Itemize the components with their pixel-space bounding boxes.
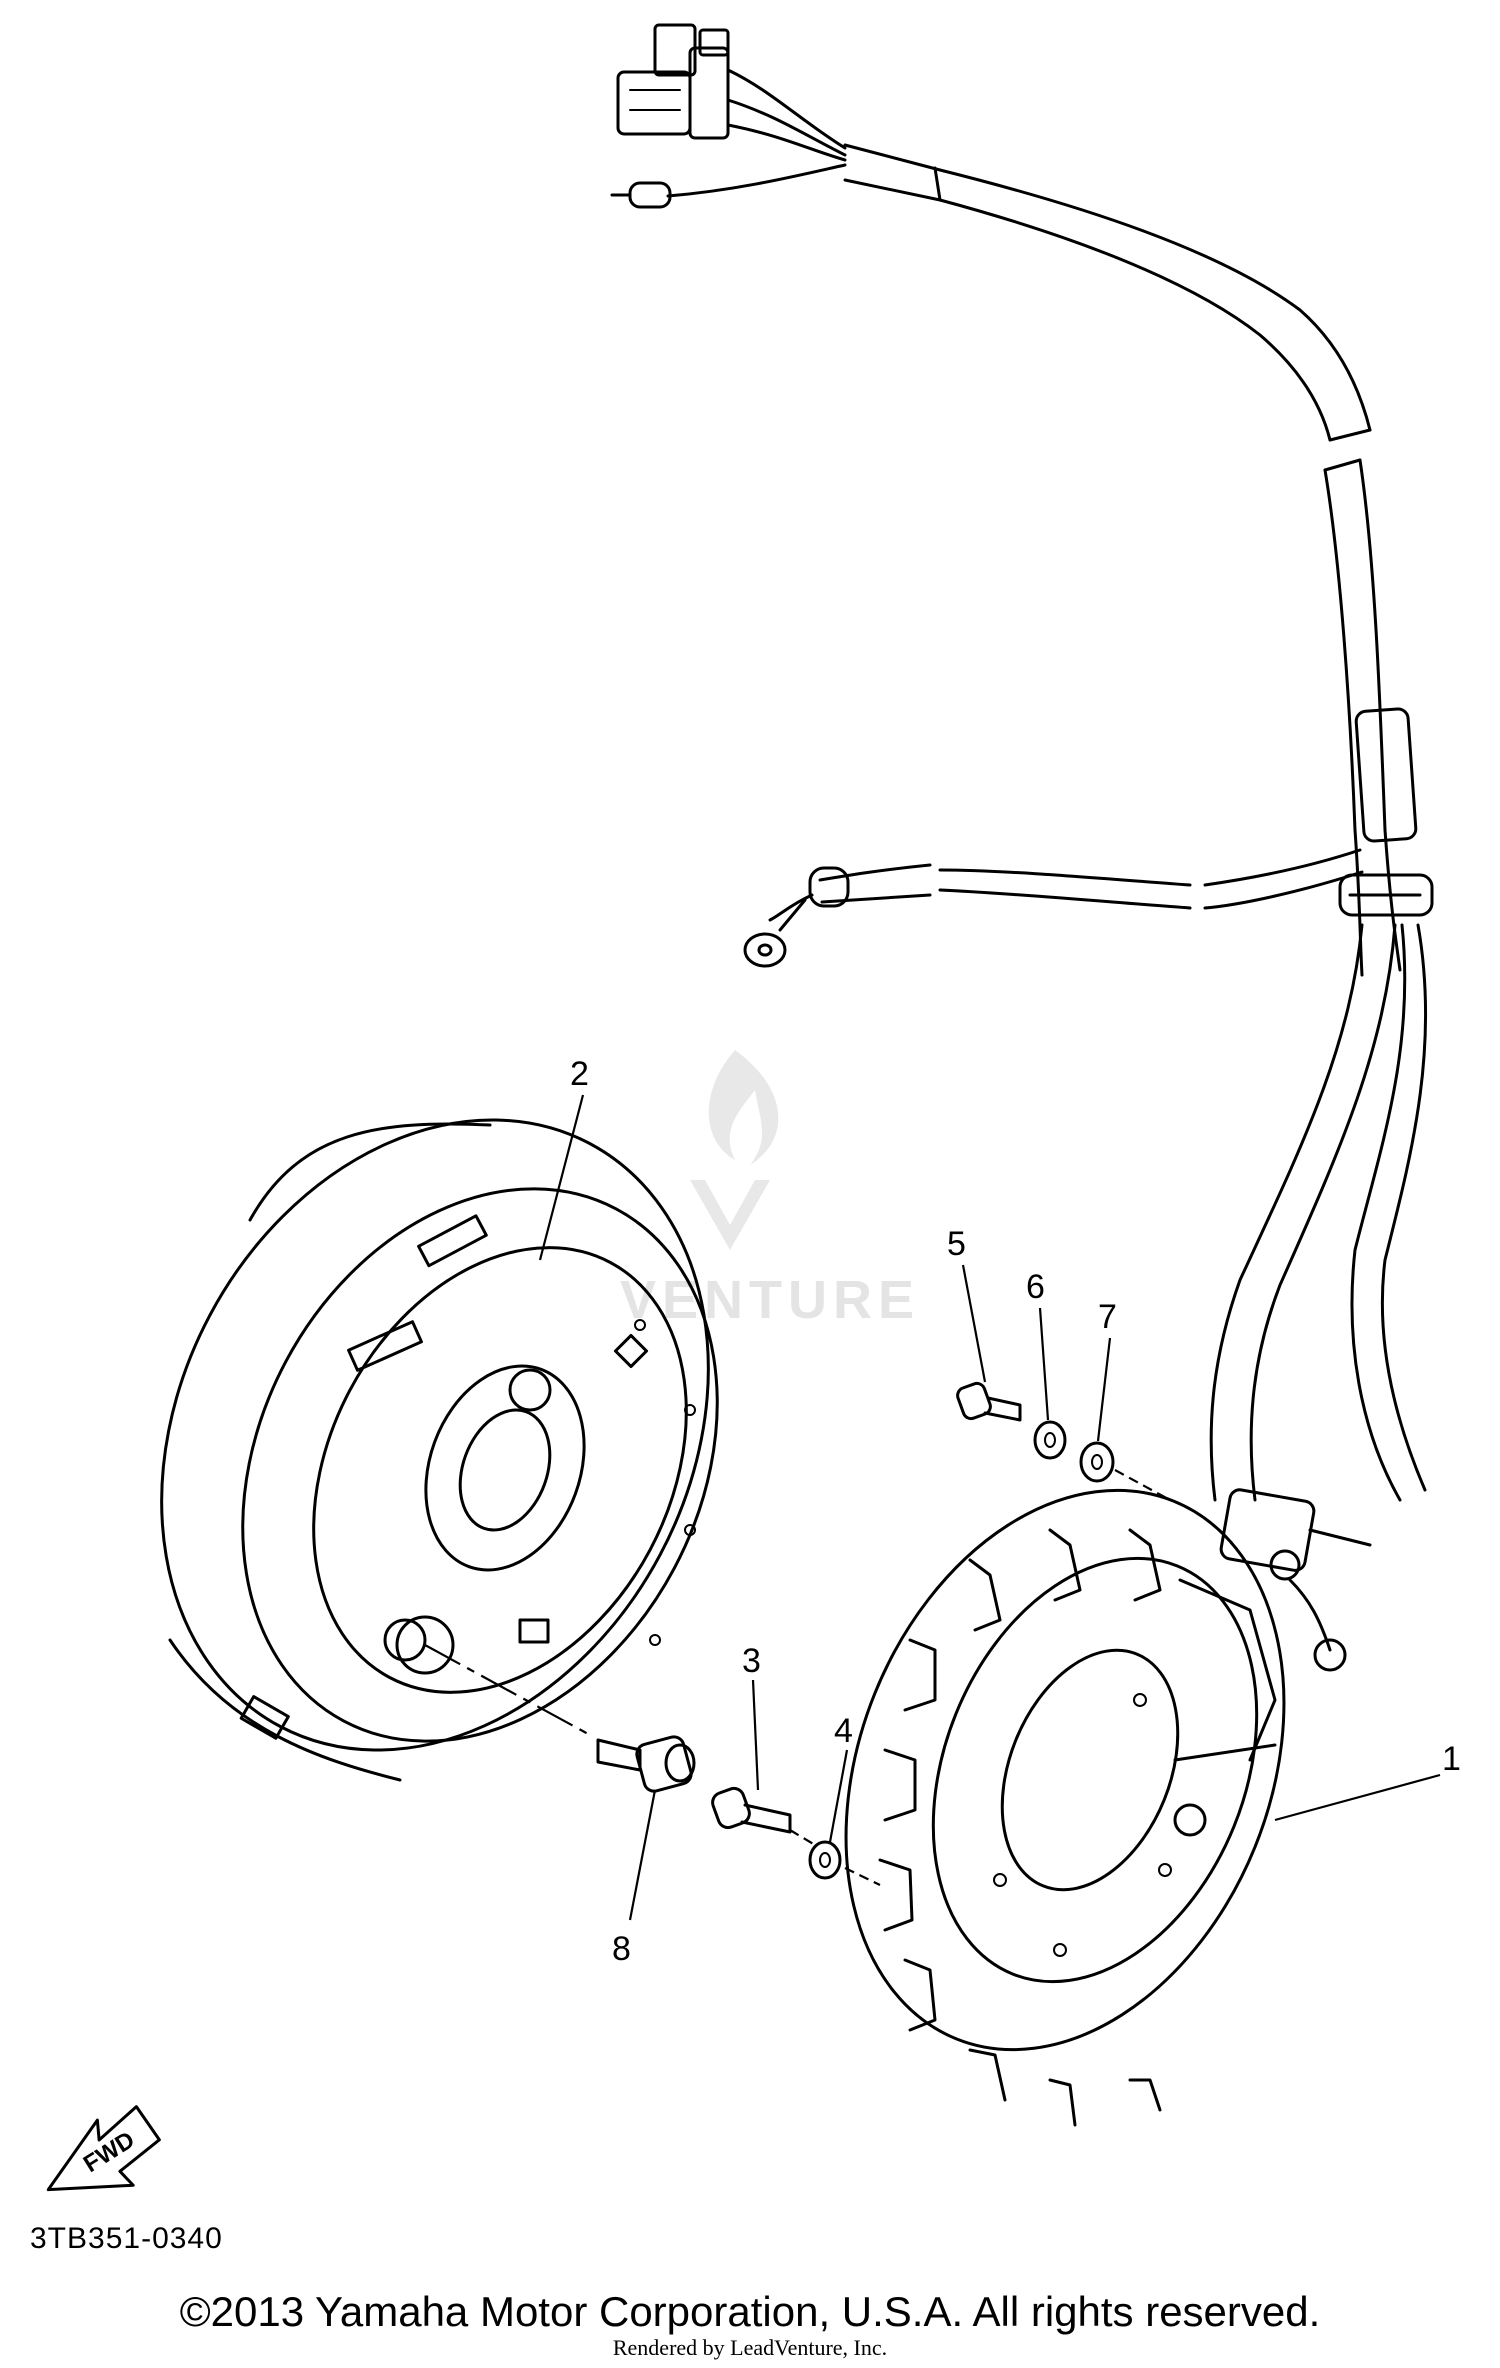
callout-7: 7	[1098, 1298, 1117, 1336]
pickup-coil	[1219, 1488, 1372, 1672]
copyright-notice: ©2013 Yamaha Motor Corporation, U.S.A. A…	[179, 2288, 1321, 2335]
part-8-bolt	[596, 1735, 696, 1793]
part-5-screw	[956, 1381, 1022, 1422]
part-7-washer	[1079, 1441, 1115, 1483]
stator-assembly	[844, 1488, 1286, 2127]
flywheel-rotor	[160, 1118, 719, 1782]
callout-2: 2	[570, 1055, 589, 1093]
part-4-washer	[808, 1840, 842, 1880]
wiring-harness	[610, 23, 1434, 1672]
part-3-screw	[711, 1786, 792, 1834]
callout-1: 1	[1442, 1740, 1461, 1778]
part-6-lock-washer	[1033, 1420, 1067, 1460]
diagram-code: 3TB351-0340	[30, 2222, 223, 2255]
callouts: 1 2 3 4 5 6 7 8	[538, 1055, 1461, 1968]
assembly-guide-lines	[424, 1469, 1171, 1886]
callout-4: 4	[834, 1712, 853, 1750]
wire-grommet	[1338, 873, 1434, 917]
callout-8: 8	[612, 1930, 631, 1968]
rendered-by-credit: Rendered by LeadVenture, Inc.	[612, 2335, 888, 2360]
callout-3: 3	[742, 1642, 761, 1680]
watermark-text: VENTURE	[620, 1270, 920, 1330]
callout-5: 5	[947, 1225, 966, 1263]
callout-6: 6	[1026, 1268, 1045, 1306]
harness-coupler	[616, 23, 730, 140]
forward-direction-arrow: FWD	[46, 2105, 161, 2192]
ground-lead	[743, 848, 1364, 968]
watermark-logo: VENTURE	[620, 1050, 920, 1330]
harness-plug	[610, 163, 847, 209]
